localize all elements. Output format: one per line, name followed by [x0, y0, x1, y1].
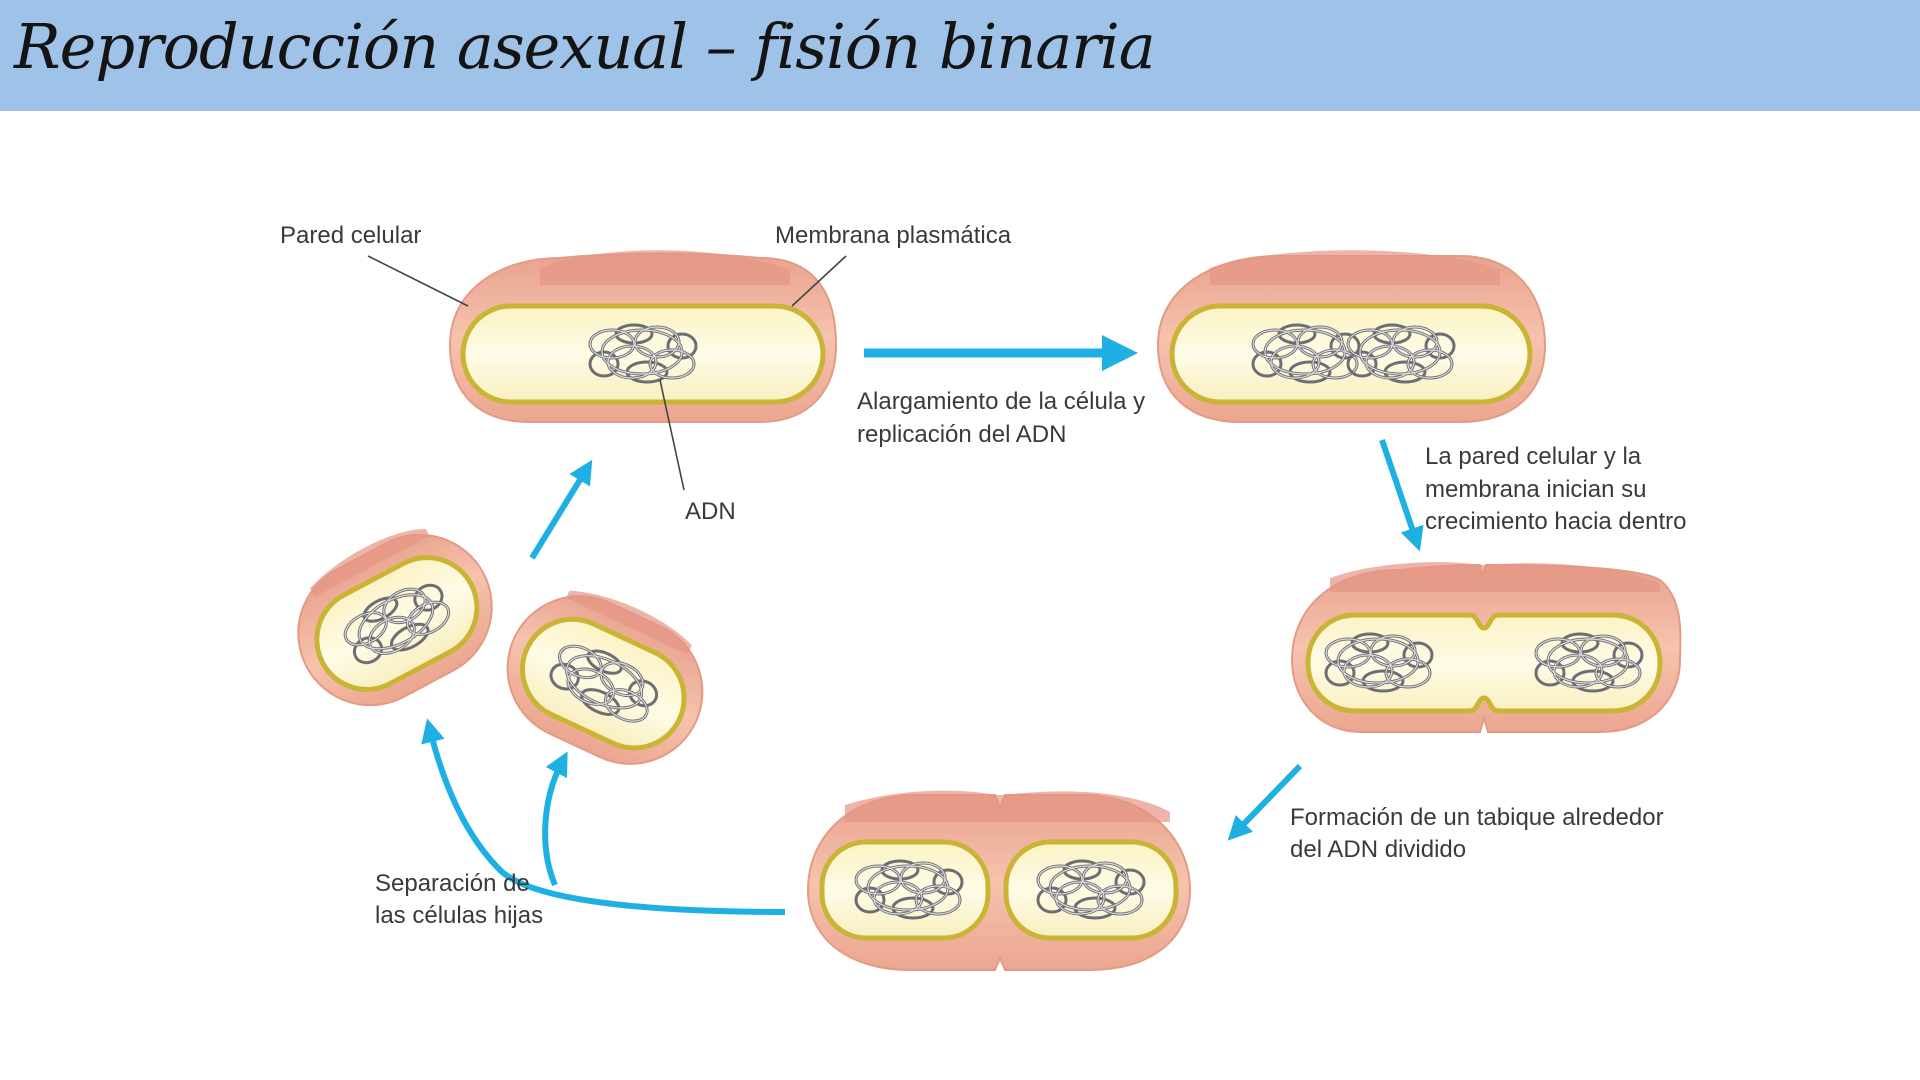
label-membrana-plasmatica: Membrana plasmática: [775, 222, 1012, 249]
label-alargamiento-1: Alargamiento de la célula y: [857, 388, 1145, 415]
label-tabique-2: del ADN dividido: [1290, 836, 1466, 863]
daughter-cell-2: [506, 590, 704, 765]
page-title: Reproducción asexual – fisión binaria: [14, 10, 1156, 83]
arrow-step-4a: [421, 718, 786, 915]
label-separacion-2: las células hijas: [375, 902, 543, 929]
daughter-cell-1: [297, 528, 493, 707]
cell-initial: [448, 250, 838, 423]
leader-adn: [659, 379, 685, 491]
label-pared-crec-2: membrana inician su: [1425, 476, 1646, 503]
leader-membrana: [791, 255, 847, 307]
header-bar: Reproducción asexual – fisión binaria: [0, 0, 1920, 111]
label-pared-celular: Pared celular: [280, 222, 421, 249]
leader-pared-celular: [367, 255, 469, 307]
plasma-membrane: [819, 839, 991, 941]
label-pared-crec-3: crecimiento hacia dentro: [1425, 508, 1686, 535]
cell-elongated: [1156, 250, 1547, 423]
label-adn: ADN: [685, 498, 736, 525]
arrow-step-5: [529, 459, 593, 560]
label-tabique-1: Formación de un tabique alrededor: [1290, 804, 1664, 831]
label-separacion-1: Separación de: [375, 870, 530, 897]
label-pared-crec-1: La pared celular y la: [1425, 443, 1642, 470]
cell-septum: [806, 790, 1192, 971]
arrow-step-4b: [542, 751, 568, 887]
cell-constricting: [1290, 562, 1682, 733]
arrow-step-2: [1379, 439, 1424, 552]
arrow-step-3: [1227, 763, 1303, 841]
label-alargamiento-2: replicación del ADN: [857, 421, 1066, 448]
